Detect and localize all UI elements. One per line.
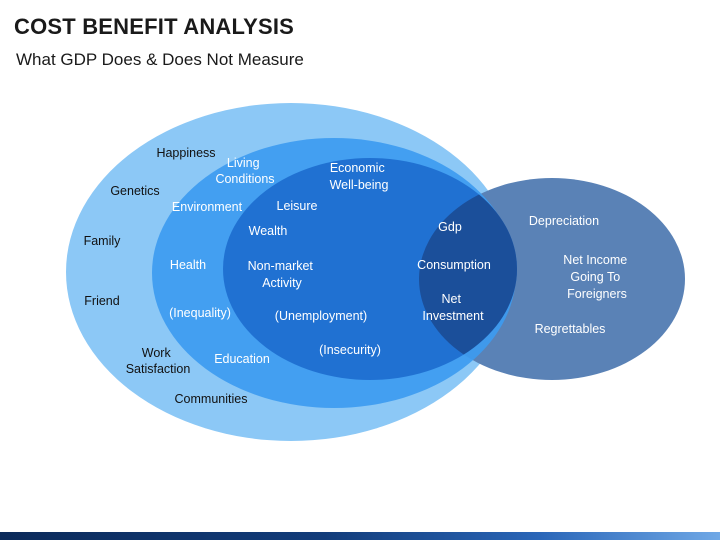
label-education: Education bbox=[214, 352, 270, 366]
label-work-satisfaction: Work Satisfaction bbox=[126, 346, 191, 376]
label-depreciation: Depreciation bbox=[529, 214, 599, 228]
label-inequality: (Inequality) bbox=[169, 306, 231, 320]
page-subtitle: What GDP Does & Does Not Measure bbox=[16, 50, 304, 69]
label-environment: Environment bbox=[172, 200, 243, 214]
label-unemployment: (Unemployment) bbox=[275, 309, 367, 323]
label-regrettables: Regrettables bbox=[535, 322, 606, 336]
label-health: Health bbox=[170, 258, 206, 272]
page-title: COST BENEFIT ANALYSIS bbox=[14, 14, 295, 39]
label-net-investment: Net Investment bbox=[422, 292, 484, 323]
bottom-accent-bar bbox=[0, 532, 720, 540]
label-communities: Communities bbox=[175, 392, 248, 406]
label-leisure: Leisure bbox=[277, 199, 318, 213]
label-living-conditions: Living Conditions bbox=[215, 156, 274, 186]
label-consumption: Consumption bbox=[417, 258, 491, 272]
label-economic-well-being: Economic Well-being bbox=[330, 161, 389, 192]
label-insecurity: (Insecurity) bbox=[319, 343, 381, 357]
label-wealth: Wealth bbox=[249, 224, 288, 238]
label-genetics: Genetics bbox=[110, 184, 159, 198]
label-happiness: Happiness bbox=[156, 146, 215, 160]
label-net-income-foreigners: Net Income Going To Foreigners bbox=[563, 253, 630, 301]
label-non-market-activity: Non-market Activity bbox=[248, 259, 317, 290]
label-friend: Friend bbox=[84, 294, 119, 308]
label-gdp: Gdp bbox=[438, 220, 462, 234]
label-family: Family bbox=[84, 234, 122, 248]
